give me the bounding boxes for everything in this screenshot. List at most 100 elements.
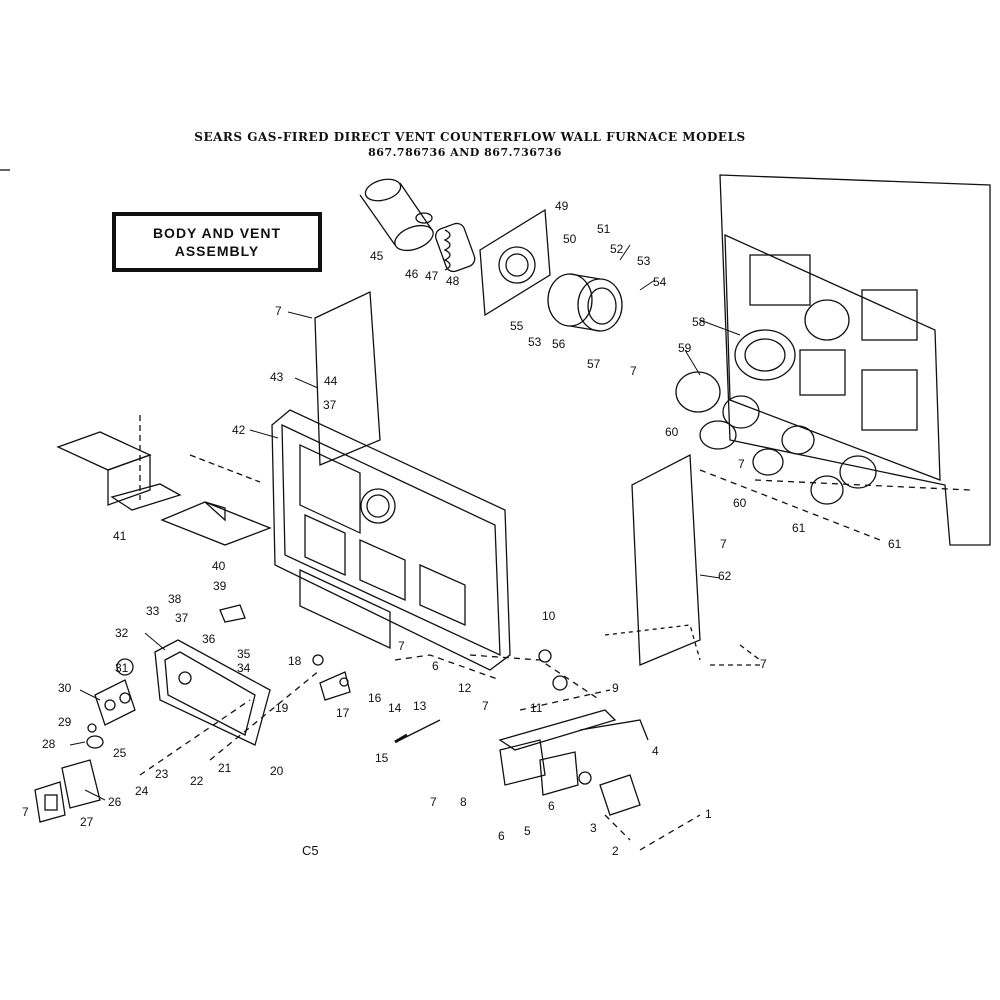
part-label-53-2: 53 — [528, 335, 542, 349]
part-label-28: 28 — [42, 737, 56, 751]
part-label-14: 14 — [388, 701, 402, 715]
bracket-17 — [319, 671, 351, 701]
part-label-45: 45 — [370, 249, 384, 263]
part-label-33: 33 — [146, 604, 160, 618]
part-label-40: 40 — [212, 559, 226, 573]
vent-pipe-45 — [359, 178, 434, 252]
screw-29 — [87, 723, 97, 733]
part-label-9: 9 — [612, 681, 619, 695]
part-label-24: 24 — [135, 784, 149, 798]
part-label-7-2: 7 — [630, 364, 637, 378]
part-label-53: 53 — [637, 254, 651, 268]
part-11 — [552, 675, 568, 691]
dashed-guide — [139, 415, 261, 500]
assembly-label-line2: ASSEMBLY — [174, 243, 260, 259]
part-label-7-3: 7 — [738, 457, 745, 471]
door-frame-32 — [154, 639, 271, 746]
part-label-7-7: 7 — [430, 795, 437, 809]
part-label-7: 7 — [275, 304, 282, 318]
vent-plate-49 — [479, 208, 551, 317]
part-label-26: 26 — [108, 795, 122, 809]
coupling-46-48 — [434, 222, 476, 273]
part-label-7-9: 7 — [482, 699, 489, 713]
part-label-50: 50 — [563, 232, 577, 246]
part-label-52: 52 — [610, 242, 624, 256]
grommet-28 — [86, 735, 104, 749]
wall-panel-61 — [719, 174, 991, 546]
part-label-12: 12 — [458, 681, 472, 695]
part-label-16: 16 — [368, 691, 382, 705]
part-label-35: 35 — [237, 647, 251, 661]
shelf-41 — [56, 431, 182, 511]
part-label-54: 54 — [653, 275, 667, 289]
part-label-4: 4 — [652, 744, 659, 758]
part-label-49: 49 — [555, 199, 569, 213]
part-label-3: 3 — [590, 821, 597, 835]
part-39 — [219, 604, 246, 623]
part-label-37: 37 — [175, 611, 189, 625]
part-label-38: 38 — [168, 592, 182, 606]
knob-31 — [116, 658, 134, 676]
collar-58 — [734, 299, 850, 381]
part-label-56: 56 — [552, 337, 566, 351]
part-label-27: 27 — [80, 815, 94, 829]
part-label-13: 13 — [413, 699, 427, 713]
part-label-51: 51 — [597, 222, 611, 236]
control-30 — [94, 679, 136, 726]
part-label-59: 59 — [678, 341, 692, 355]
part-label-6-3: 6 — [432, 659, 439, 673]
leader-lines — [69, 244, 741, 801]
diagram-subtitle: 867.786736 AND 867.736736 — [368, 146, 562, 159]
diagram-title: SEARS GAS-FIRED DIRECT VENT COUNTERFLOW … — [194, 130, 746, 144]
part-label-60-2: 60 — [733, 496, 747, 510]
page-code: C5 — [302, 843, 319, 858]
shelf-40 — [160, 501, 272, 546]
part-label-2: 2 — [612, 844, 619, 858]
part-number-labels: 1234566677777777789101112131415161718192… — [22, 199, 902, 858]
part-label-47: 47 — [425, 269, 439, 283]
part-label-7-8: 7 — [22, 805, 29, 819]
part-label-57: 57 — [587, 357, 601, 371]
part-16 — [339, 677, 349, 687]
part-18 — [312, 654, 324, 666]
part-label-36: 36 — [202, 632, 216, 646]
part-label-6: 6 — [498, 829, 505, 843]
part-label-21: 21 — [218, 761, 232, 775]
part-label-62: 62 — [718, 569, 732, 583]
part-label-19: 19 — [275, 701, 289, 715]
part-label-39: 39 — [213, 579, 227, 593]
part-label-6-2: 6 — [548, 799, 555, 813]
part-label-17: 17 — [336, 706, 350, 720]
side-panel-62 — [631, 453, 701, 666]
part-label-20: 20 — [270, 764, 284, 778]
part-label-34: 34 — [237, 661, 251, 675]
cabinet-body-42 — [271, 409, 511, 671]
part-label-32: 32 — [115, 626, 129, 640]
part-label-46: 46 — [405, 267, 419, 281]
part-label-23: 23 — [155, 767, 169, 781]
dashed-guide — [469, 469, 971, 701]
part-label-1: 1 — [705, 807, 712, 821]
rear-panel-43 — [314, 291, 381, 466]
part-10 — [538, 649, 552, 663]
part-label-30: 30 — [58, 681, 72, 695]
part-label-37-2: 37 — [323, 398, 337, 412]
part-label-43: 43 — [270, 370, 284, 384]
part-label-22: 22 — [190, 774, 204, 788]
dashed-guide — [710, 644, 761, 666]
vent-cap-50-57 — [547, 273, 623, 332]
part-label-42: 42 — [232, 423, 246, 437]
part-label-31: 31 — [115, 661, 129, 675]
part-label-61-2: 61 — [888, 537, 902, 551]
part-label-5: 5 — [524, 824, 531, 838]
part-label-61: 61 — [792, 521, 806, 535]
assembly-label-box: BODY AND VENT ASSEMBLY — [112, 212, 322, 272]
part-label-44: 44 — [324, 374, 338, 388]
part-label-29: 29 — [58, 715, 72, 729]
dashed-guide — [139, 654, 701, 851]
part-label-7-4: 7 — [720, 537, 727, 551]
dashed-guide — [604, 624, 701, 661]
part-label-25: 25 — [113, 746, 127, 760]
